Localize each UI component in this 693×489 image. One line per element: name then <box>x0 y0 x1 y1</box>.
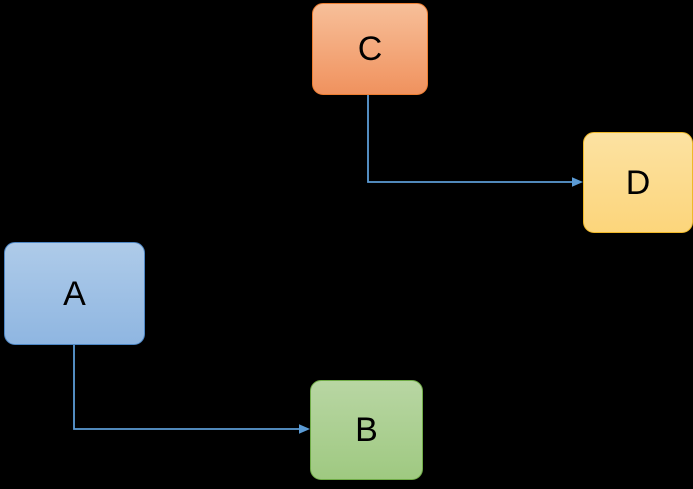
edge-a-to-b-line <box>73 345 299 430</box>
node-d-label: D <box>625 163 651 202</box>
edge-a-to-b-arrowhead <box>299 424 310 434</box>
edge-c-to-d-line <box>367 95 572 183</box>
node-a-label: A <box>63 274 86 313</box>
node-d[interactable]: D <box>583 132 693 233</box>
edge-c-to-d-arrowhead <box>572 177 583 187</box>
node-b-label: B <box>355 411 378 449</box>
node-a[interactable]: A <box>4 242 145 345</box>
node-c[interactable]: C <box>312 3 428 95</box>
node-c-label: C <box>357 30 383 68</box>
node-b[interactable]: B <box>310 380 423 480</box>
